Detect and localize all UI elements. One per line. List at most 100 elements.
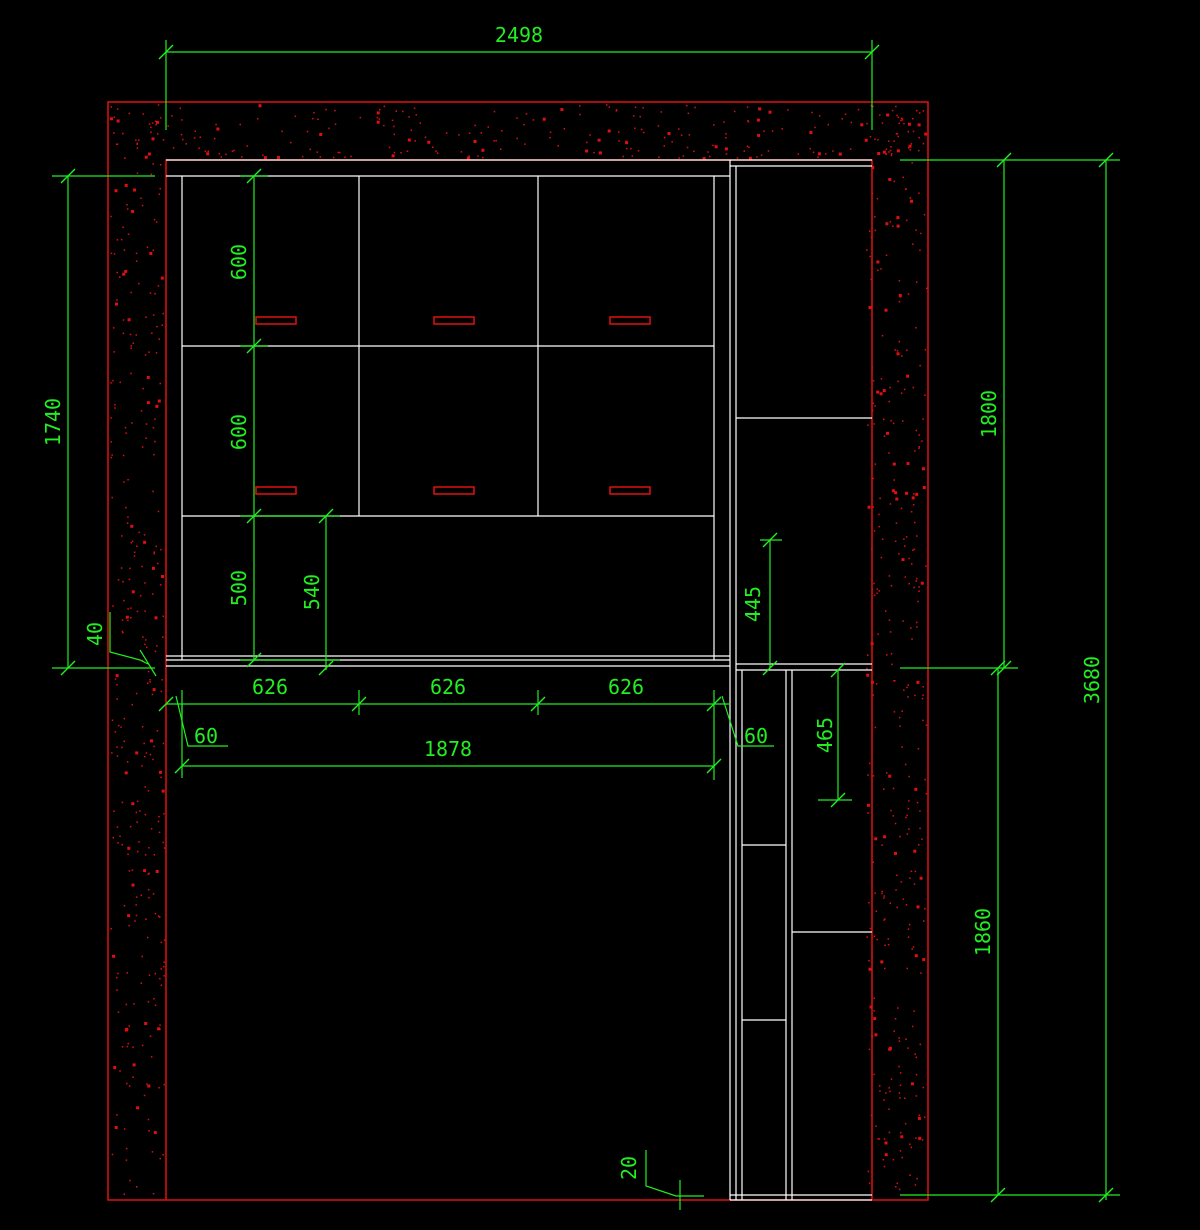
hatch-dot <box>147 682 149 684</box>
hatch-dot <box>919 1043 921 1046</box>
hatch-dot <box>913 849 917 853</box>
hatch-dot <box>867 1170 870 1173</box>
hatch-dot <box>907 293 910 295</box>
hatch-dot <box>896 1182 898 1185</box>
hatch-dot <box>868 1182 871 1184</box>
hatch-dot <box>872 402 875 405</box>
hatch-dot <box>910 199 913 203</box>
hatch-dot <box>131 590 135 594</box>
hatch-dot <box>747 120 749 122</box>
hatch-dot <box>344 156 346 158</box>
hatch-dot <box>110 117 113 121</box>
hatch-dot <box>132 342 135 344</box>
hatch-dot <box>136 142 138 145</box>
hatch-dot <box>867 654 869 656</box>
label-overall-width: 2498 <box>495 23 543 47</box>
hatch-dot <box>817 152 821 156</box>
hatch-dot <box>111 454 113 456</box>
hatch-dot <box>142 636 144 638</box>
hatch-dot <box>916 281 918 283</box>
hatch-dot <box>713 124 715 126</box>
hatch-dot <box>911 948 913 950</box>
hatch-dot <box>916 577 918 580</box>
hatch-dot <box>888 140 890 142</box>
hatch-dot <box>639 115 641 118</box>
hatch-dot <box>910 1082 914 1086</box>
hatch-dot <box>157 399 161 403</box>
hatch-dot <box>116 755 119 757</box>
hatch-dot <box>159 977 161 980</box>
hatch-dot <box>159 1024 161 1026</box>
hatch-dot <box>597 138 601 142</box>
hatch-dot <box>157 915 160 917</box>
hatch-dot <box>888 452 890 454</box>
hatch-dot <box>818 115 821 117</box>
hatch-dot <box>225 153 227 156</box>
hatch-dot <box>163 961 165 963</box>
hatch-dot <box>152 249 155 251</box>
hatch-dot <box>883 435 886 437</box>
hatch-dot <box>145 918 147 920</box>
hatch-dot <box>904 576 907 578</box>
hatch-dot <box>896 350 899 352</box>
hatch-dot <box>872 775 875 777</box>
hatch-dot <box>712 144 714 147</box>
hatch-dot <box>130 372 132 375</box>
hatch-dot <box>903 388 906 391</box>
hatch-dot <box>179 107 182 110</box>
hatch-dot <box>678 128 680 130</box>
hatch-dot <box>894 1018 897 1020</box>
hatch-dot <box>376 111 380 115</box>
hatch-dot <box>199 136 201 138</box>
hatch-dot <box>925 793 928 795</box>
hatch-dot <box>123 717 126 720</box>
hatch-dot <box>686 146 689 149</box>
hatch-dot <box>110 456 112 459</box>
hatch-dot <box>130 291 132 294</box>
hatch-dot <box>908 828 910 830</box>
hatch-dot <box>870 1114 873 1117</box>
hatch-dot <box>898 1037 900 1039</box>
hatch-dot <box>900 117 903 120</box>
hatch-dot <box>130 542 133 544</box>
hatch-dot <box>162 139 165 141</box>
hatch-dot <box>185 143 187 145</box>
hatch-dot <box>872 105 874 108</box>
hatch-dot <box>152 163 154 165</box>
hatch-dot <box>678 157 680 159</box>
hatch-dot <box>140 197 142 199</box>
hatch-dot <box>220 156 223 158</box>
hatch-dot <box>468 132 471 134</box>
hatch-dot <box>525 113 528 115</box>
hatch-dot <box>111 496 113 499</box>
hatch-dot <box>549 131 552 134</box>
hatch-dot <box>172 147 175 149</box>
hatch-dot <box>872 694 874 696</box>
hatch-dot <box>918 192 920 194</box>
hatch-dot <box>871 367 873 369</box>
label-door2: 626 <box>430 675 466 699</box>
hatch-dot <box>874 837 878 841</box>
hatch-dot <box>787 109 789 111</box>
label-row3: 500 <box>227 570 251 606</box>
hatch-dot <box>747 120 750 123</box>
hatch-dot <box>129 333 132 336</box>
hatch-dot <box>811 111 813 114</box>
hatch-dot <box>872 861 874 863</box>
hatch-dot <box>909 1143 911 1145</box>
hatch-dot <box>127 318 131 322</box>
hatch-dot <box>532 119 535 121</box>
hatch-dot <box>911 563 913 565</box>
hatch-dot <box>127 233 130 235</box>
hatch-dot <box>922 418 924 420</box>
hatch-dot <box>914 521 916 524</box>
hatch-dot <box>630 147 632 150</box>
hatch-dot <box>868 960 870 962</box>
hatch-dot <box>901 119 904 121</box>
hatch-dot <box>890 1078 893 1080</box>
hatch-dot <box>915 1095 918 1097</box>
dimension-tick <box>706 696 722 712</box>
hatch-dot <box>884 918 886 920</box>
hatch-dot <box>896 149 900 153</box>
hatch-dot <box>161 575 164 578</box>
